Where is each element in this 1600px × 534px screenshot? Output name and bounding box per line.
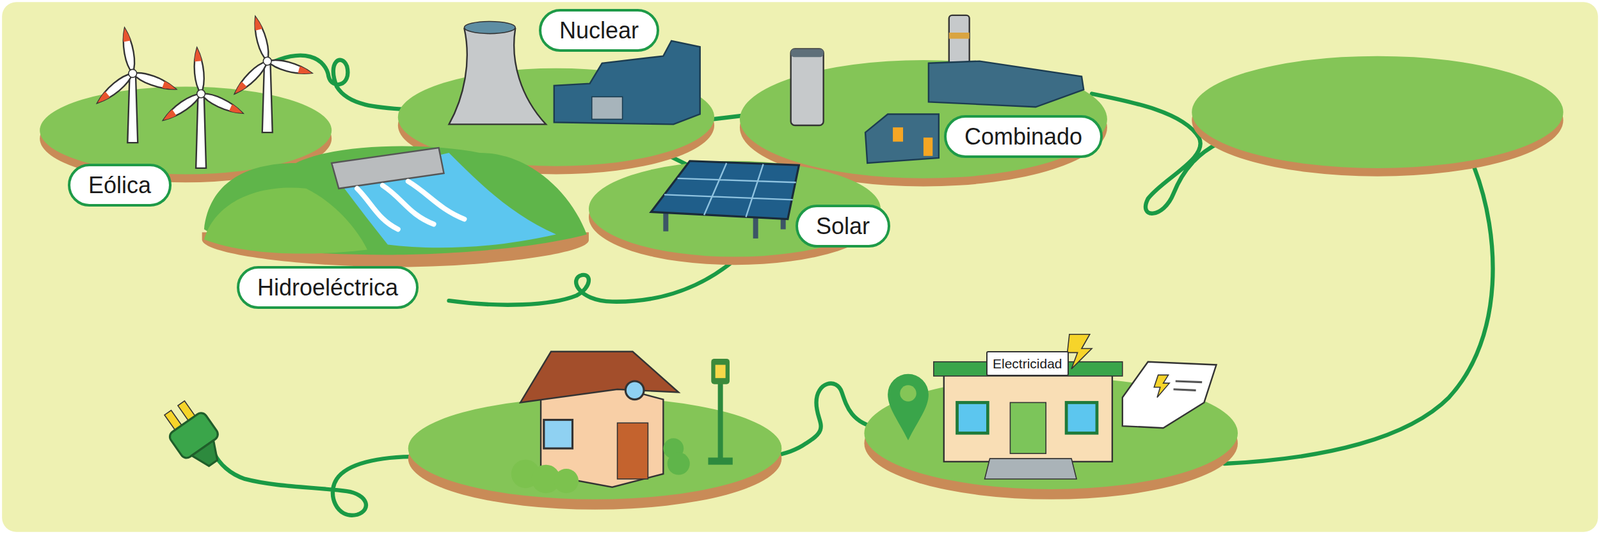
map-pin [899,385,917,402]
utility-building [1067,334,1092,370]
house [544,420,573,450]
hydro-dam [202,146,589,268]
wind-turbine [263,56,272,66]
wind-turbine [262,64,273,133]
platform [1191,56,1563,169]
combined-cycle-plant [949,32,970,40]
electric-bill [1173,381,1203,391]
combined-cycle-plant [791,48,824,57]
wind-turbine [192,48,207,95]
combined-cycle-plant [949,15,970,64]
house [667,453,690,476]
hydro-dam [204,188,368,255]
electric-bill [1122,362,1217,429]
street-lamp [711,359,730,385]
wind-turbine [120,27,138,75]
electric-bill [1122,362,1217,429]
house [617,423,649,480]
wind-turbine [250,15,272,63]
house [625,381,644,400]
label-pill: Hidroeléctrica [236,266,419,310]
power-wire [1224,168,1493,464]
utility-building [933,334,1123,480]
power-wire [770,384,878,457]
power-wire [449,259,735,305]
label-text: Electricidad [992,355,1063,372]
street-lamp [718,377,724,464]
label-text: Hidroeléctrica [257,273,399,302]
house [520,352,679,404]
building-sign: Electricidad [986,351,1069,377]
utility-building [1009,402,1046,454]
combined-cycle-plant [791,48,824,126]
wind-turbine [197,89,206,98]
wind-turbine [94,15,313,168]
hydro-dam [204,146,587,256]
label-text: Combinado [964,122,1083,151]
utility-building [944,375,1113,462]
nuclear-plant [449,23,546,125]
wind-turbine [266,56,313,78]
combined-cycle-plant [865,113,939,163]
label-text: Nuclear [559,16,639,45]
nuclear-plant [554,40,701,125]
house [511,352,690,494]
electric-bill [1153,375,1170,398]
label-text: Eólica [88,171,152,200]
combined-cycle-plant [791,15,1085,164]
power-wire [214,453,419,516]
hydro-dam [357,181,464,230]
plug [192,440,224,472]
wind-turbine [127,76,138,144]
wind-turbine [199,89,245,118]
map-pin [887,374,929,441]
label-pill: Combinado [944,115,1103,159]
nuclear-plant [464,21,516,34]
combined-cycle-plant [928,61,1084,108]
platform [39,86,332,175]
plug [156,396,231,477]
wind-turbine [128,69,137,78]
label-text: Solar [816,212,870,240]
label-pill: Solar [795,204,891,248]
solar-panel [650,161,799,239]
label-pill: Eólica [67,163,172,207]
combined-cycle-plant [892,127,904,142]
wind-turbine [131,69,178,94]
street-lamp [708,359,733,466]
street-lamp [708,457,733,465]
wind-turbine [195,96,207,169]
house [554,469,579,494]
solar-panel [650,161,799,220]
hydro-dam [331,147,444,189]
utility-building [957,402,989,434]
utility-building [1066,402,1097,434]
map-pin [887,374,929,441]
label-pill: Nuclear [538,8,660,52]
solar-panel [664,163,797,217]
nuclear-plant [592,96,623,120]
combined-cycle-plant [923,137,933,157]
street-lamp [715,364,726,379]
utility-building [984,458,1077,480]
